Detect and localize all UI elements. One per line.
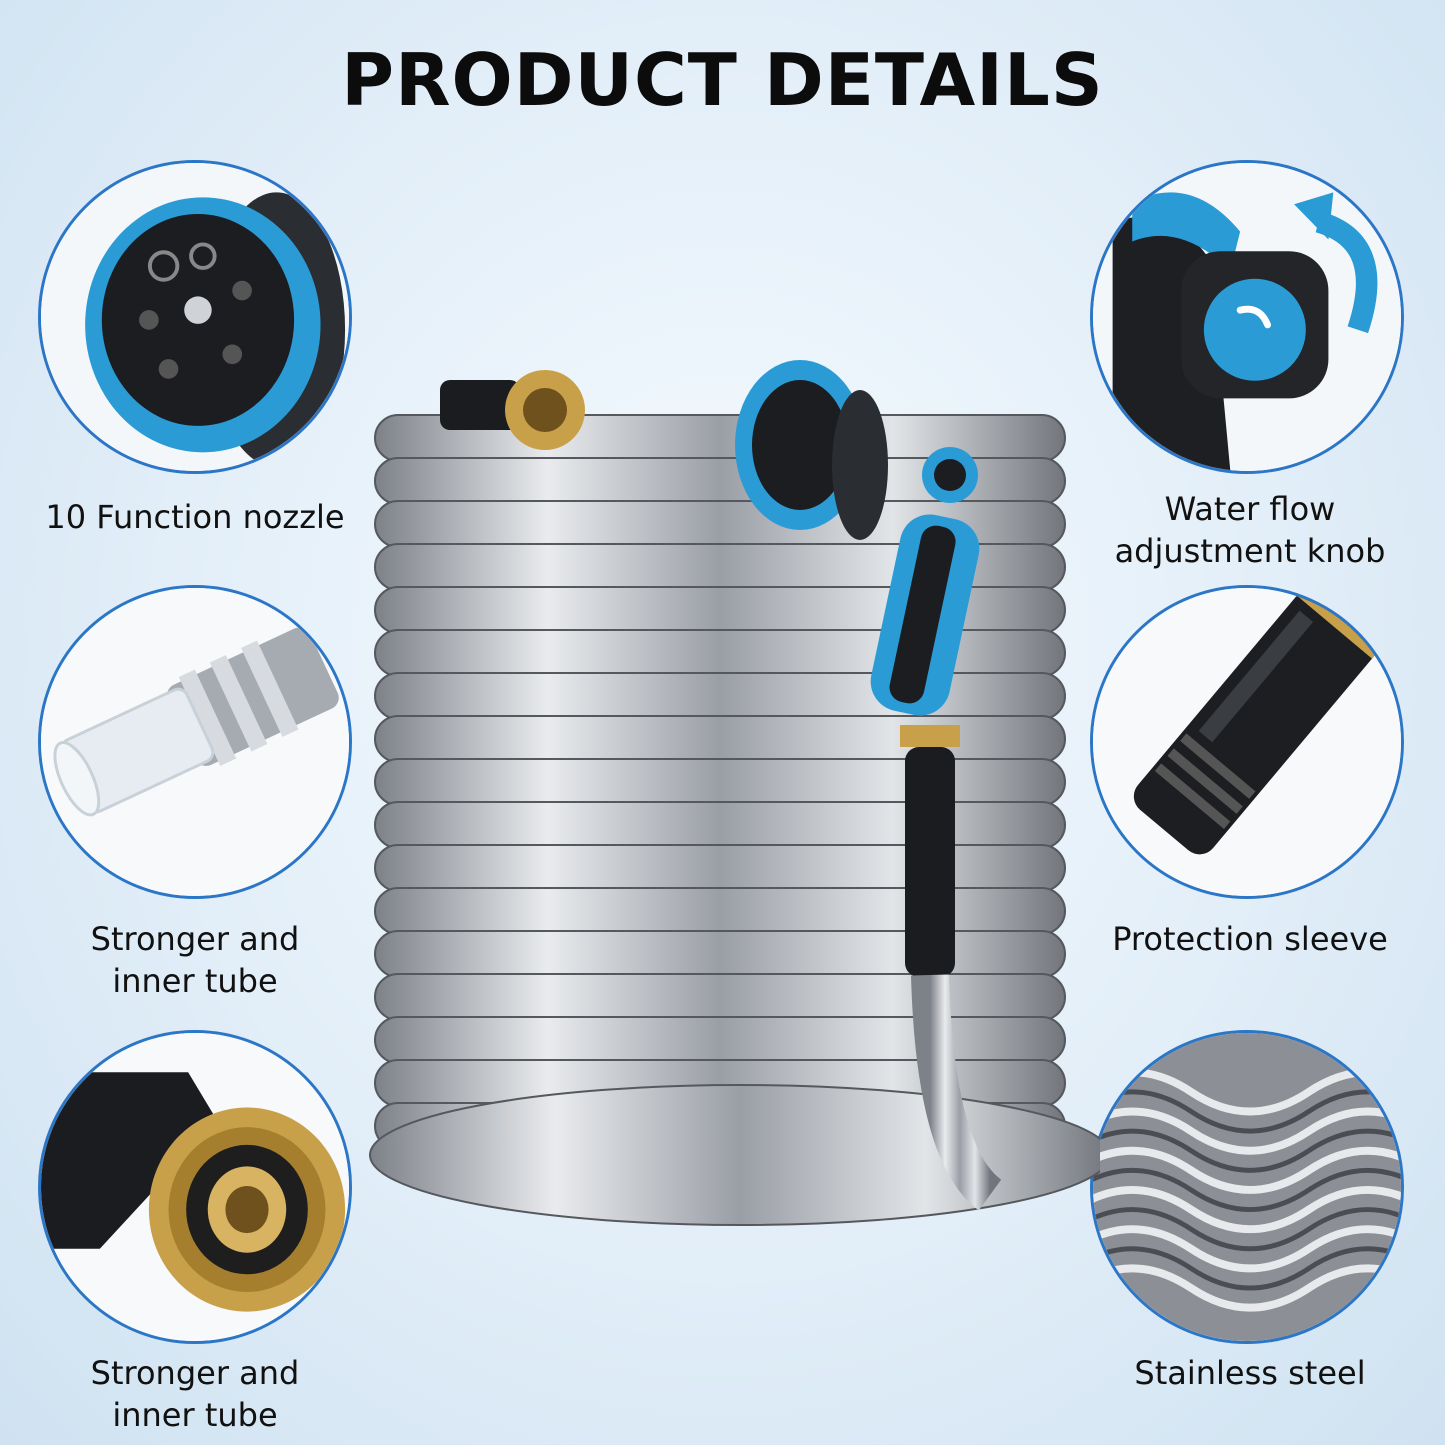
hose-coil-ring bbox=[374, 973, 1066, 1021]
hose-coil-base bbox=[369, 1084, 1100, 1226]
hose-coil-ring bbox=[374, 758, 1066, 806]
flow-knob-icon bbox=[1093, 163, 1401, 471]
feature-circle-nozzle bbox=[38, 160, 352, 474]
feature-circle-inner-tube bbox=[38, 585, 352, 899]
hose-coil-ring bbox=[374, 801, 1066, 849]
spray-nozzle-icon bbox=[41, 163, 349, 471]
feature-label-inner-tube: Stronger and inner tube bbox=[90, 920, 300, 1000]
feature-label-nozzle: 10 Function nozzle bbox=[45, 498, 345, 536]
hose-coil-ring bbox=[374, 887, 1066, 935]
protection-sleeve-icon bbox=[1093, 588, 1401, 896]
page-title: PRODUCT DETAILS bbox=[341, 38, 1104, 122]
hose-coil-ring bbox=[374, 715, 1066, 763]
hose-coil-ring bbox=[374, 672, 1066, 720]
feature-label-steel: Stainless steel bbox=[1134, 1354, 1366, 1392]
feature-label-knob: Water flow adjustment knob bbox=[1114, 490, 1386, 570]
hose-coil-image bbox=[360, 355, 1100, 1425]
hose-coil-ring bbox=[374, 629, 1066, 677]
feature-label-sleeve: Protection sleeve bbox=[1112, 920, 1388, 958]
feature-circle-steel bbox=[1090, 1030, 1404, 1344]
feature-circle-knob bbox=[1090, 160, 1404, 474]
coiled-hose-icon bbox=[369, 360, 1100, 1226]
hose-coil-ring bbox=[374, 930, 1066, 978]
steel-coil-icon bbox=[1093, 1033, 1401, 1341]
inner-tube-icon bbox=[41, 588, 349, 896]
hose-coil-ring bbox=[374, 1016, 1066, 1064]
feature-circle-sleeve bbox=[1090, 585, 1404, 899]
feature-label-connector: Stronger and inner tube bbox=[90, 1354, 300, 1434]
hose-coil-ring bbox=[374, 844, 1066, 892]
feature-circle-connector bbox=[38, 1030, 352, 1344]
brass-connector-icon bbox=[41, 1033, 349, 1341]
